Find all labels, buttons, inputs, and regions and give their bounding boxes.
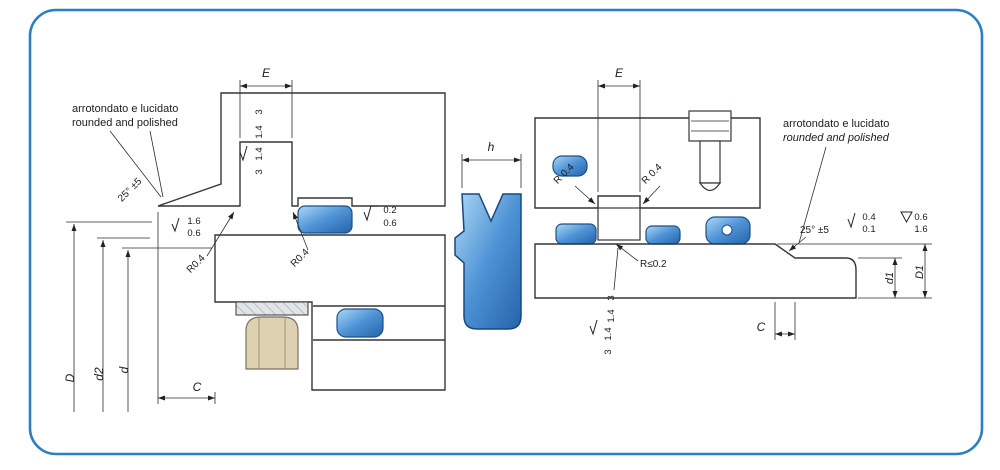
right-groove-values-leader [613,247,619,291]
left-note-line2: rounded and polished [72,117,178,129]
left-groove-finish-top: 1.4 [254,147,265,160]
right-note-leader [798,146,827,244]
left-gland-seal [297,205,353,234]
right-radius-small-label: R≤0.2 [640,259,667,270]
right-e-dim-label: E [615,66,624,80]
left-groove-value-bottom: 1.4 [254,125,265,138]
left-bolt-collar [235,301,309,316]
left-d2-dim-label: d2 [92,367,106,381]
left-roughness-top: 0.2 [383,205,396,216]
right-groove-finish-bottom: 3 [603,349,614,354]
seal-cross-section [454,193,522,330]
left-chamfer-finish-icon [171,217,180,233]
left-groove-finish-icon [239,145,248,162]
left-radius-leader-2 [292,211,309,251]
right-radius-leader-2 [642,185,661,205]
left-brass-bolt [245,316,299,370]
right-groove-value-top: 3 [606,295,617,300]
left-note-leader-1 [109,130,162,198]
left-upper-housing-block [157,92,446,207]
right-c-dim-label: C [757,320,766,334]
right-finish-bottom: 0.1 [862,224,875,235]
left-lower-housing-block [214,234,446,391]
right-seal-a [555,223,597,245]
right-note-line2: rounded and polished [783,132,890,144]
left-note-line1: arrotondato e lucidato [72,103,178,115]
right-view-rod-section [534,110,857,299]
right-finish-triangle-icon [900,211,913,224]
left-c-dim-label: C [193,380,202,394]
right-plug-shank [699,140,721,184]
right-chamfer-angle-label: 25° ±5 [800,225,829,236]
right-finish-top: 0.4 [862,212,875,223]
right-groove-finish-top: 1.4 [603,327,614,340]
left-chamfer-finish-top: 1.6 [187,216,200,227]
left-chamfer-finish-bottom: 0.6 [187,228,200,239]
right-groove-finish-icon [589,319,598,336]
left-e-dim-label: E [262,66,271,80]
left-radius-leader-1 [206,211,235,257]
right-groove-value-bottom: 1.4 [606,309,617,322]
right-finish-tri-top: 0.6 [914,212,927,223]
left-groove-value-top: 3 [254,109,265,114]
left-oring-seal [336,308,384,338]
right-d1-dim-label: d1 [884,272,896,284]
seal-profile: h [454,140,522,330]
right-plug-head [688,110,732,142]
left-note-leader-2 [149,130,164,198]
left-roughness-bottom: 0.6 [383,218,396,229]
right-finish-icon [847,212,856,229]
right-empty-groove [597,207,641,241]
right-plug-tip [698,182,722,192]
right-D1-dim-label: D1 [914,265,926,279]
h-dim-label: h [488,140,495,154]
right-radius-small-leader [615,243,639,262]
right-wiper-core [721,224,733,236]
left-groove-finish-bottom: 3 [254,169,265,174]
right-port-oring [552,155,588,177]
right-housing-block [534,117,761,209]
right-radius-leader-1 [574,185,596,205]
left-D-dim-label: D [63,373,77,382]
right-seal-b [645,225,681,245]
right-rod [534,243,857,299]
right-note-line1: arrotondato e lucidato [783,118,889,130]
left-d-dim-label: d [117,366,131,373]
right-finish-tri-bottom: 1.6 [914,224,927,235]
left-view-housing-section [157,92,446,391]
left-roughness-icon [363,205,378,222]
